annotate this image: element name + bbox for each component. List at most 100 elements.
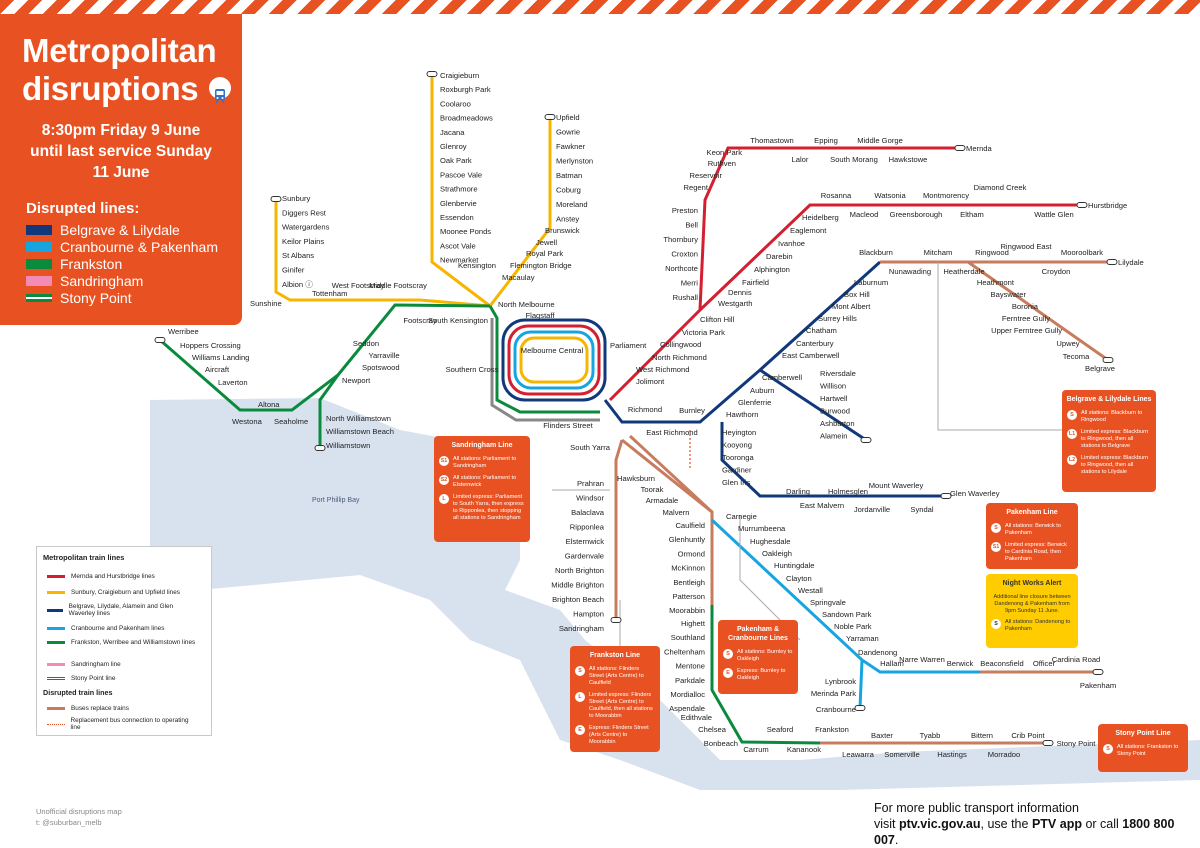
frankston-line-south [710, 605, 821, 745]
station-label: Aspendale [669, 704, 705, 713]
station-label: Belgrave [1085, 364, 1115, 373]
station-label: Elsternwick [566, 537, 605, 546]
station-label: Northcote [665, 264, 698, 273]
station-label: Mont Albert [832, 302, 871, 311]
station-label: Seddon [353, 339, 379, 348]
station-label: Montmorency [923, 191, 969, 200]
station-label: St Albans [282, 251, 314, 260]
station-label: Ivanhoe [778, 239, 805, 248]
station-label: Newmarket [440, 256, 479, 265]
station-label: Footscray [403, 316, 437, 325]
station-label: Brighton Beach [552, 595, 604, 604]
station-label: Heathmont [977, 278, 1015, 287]
station-label: Ashburton [820, 419, 855, 428]
station-label: Newport [342, 376, 371, 385]
terminus-marker [860, 437, 872, 443]
station-label: Bittern [971, 731, 993, 740]
station-label: Burwood [820, 407, 850, 416]
station-label: South Morang [830, 155, 878, 164]
station-label: Hurstbridge [1088, 201, 1127, 210]
station-label: Parliament [610, 341, 647, 350]
station-label: Huntingdale [774, 561, 815, 570]
station-label: Glenferrie [738, 398, 771, 407]
station-label: Batman [556, 171, 582, 180]
station-label: Glenbervie [440, 199, 477, 208]
credit-twitter-link[interactable]: t: @suburban_melb [36, 818, 102, 827]
station-label: Williamstown [326, 441, 370, 450]
legend-item: Sunbury, Craigieburn and Upfield lines [47, 589, 180, 596]
station-label: Moonee Ponds [440, 227, 491, 236]
station-label: Melbourne Central [521, 346, 584, 355]
station-label: Ruthven [708, 159, 736, 168]
station-label: Croxton [671, 250, 698, 259]
station-label: North Richmond [652, 353, 707, 362]
station-label: Heatherdale [943, 267, 984, 276]
station-label: Hartwell [820, 394, 848, 403]
station-label: Gardiner [722, 466, 752, 475]
station-label: Upper Ferntree Gully [991, 326, 1062, 335]
station-label: Auburn [750, 386, 775, 395]
bay-label: Port Phillip Bay [312, 497, 360, 504]
station-label: Mentone [675, 662, 705, 671]
station-label: Flemington Bridge [510, 261, 572, 270]
legend-item: Cranbourne and Pakenham lines [47, 625, 164, 632]
legend-item: Mernda and Hurstbridge lines [47, 573, 155, 580]
station-label: Hoppers Crossing [180, 341, 241, 350]
station-label: Greensborough [890, 210, 943, 219]
station-label: Laverton [218, 378, 248, 387]
station-label: Toorak [641, 485, 664, 494]
station-label: Essendon [440, 213, 474, 222]
station-label: Laburnum [854, 278, 888, 287]
station-label: Preston [672, 206, 698, 215]
station-label: Prahran [577, 479, 604, 488]
station-label: Rosanna [821, 191, 852, 200]
bus-replacement-segments [614, 260, 1112, 745]
legend-box: Metropolitan train lines Mernda and Hurs… [36, 546, 212, 736]
station-label: Westall [798, 586, 823, 595]
station-label: Williamstown Beach [326, 427, 394, 436]
station-label: Darling [786, 487, 810, 496]
station-label: Narre Warren [899, 655, 945, 664]
legend-item: Replacement bus connection to operating … [47, 717, 197, 731]
station-label: Hawkstowe [889, 155, 928, 164]
station-label: Yarraville [368, 351, 399, 360]
station-label: Roxburgh Park [440, 85, 491, 94]
station-label: Mount Waverley [869, 481, 924, 490]
station-label: Hallam [880, 659, 904, 668]
station-label: Edithvale [681, 713, 712, 722]
disrupted-line-stony-point: Stony Point [26, 290, 132, 306]
station-label: Cheltenham [664, 647, 705, 656]
craigieburn-upfield-sunbury-lines [274, 75, 552, 308]
ptv-phone-link[interactable]: 1800 800 007 [874, 817, 1175, 847]
station-label: Syndal [910, 505, 934, 514]
station-label: Upfield [556, 113, 580, 122]
ptv-app-link[interactable]: PTV app [1031, 817, 1082, 831]
station-label: Sandringham [559, 624, 604, 633]
station-label: Sunbury [282, 194, 310, 203]
station-label: Frankston [815, 725, 849, 734]
station-label: Fairfield [742, 278, 769, 287]
station-label: Hastings [937, 750, 967, 759]
station-label: Lalor [792, 155, 809, 164]
ptv-website-link[interactable]: ptv.vic.gov.au [899, 817, 981, 831]
title-line2: disruptions [22, 70, 199, 107]
station-label: Highett [681, 619, 706, 628]
station-label: Morradoo [988, 750, 1021, 759]
station-label: Holmesglen [828, 487, 868, 496]
werribee-williamstown-lines [159, 303, 491, 448]
station-label: Cardinia Road [1052, 655, 1101, 664]
station-label: Glen Iris [722, 478, 750, 487]
station-label: Reservoir [690, 171, 723, 180]
station-label: Tooronga [722, 453, 754, 462]
station-label: Box Hill [844, 290, 870, 299]
station-label: Willison [820, 382, 846, 391]
station-label: Watergardens [282, 223, 330, 232]
station-label: Windsor [576, 494, 604, 503]
station-label: Mooroolbark [1061, 248, 1103, 257]
station-label: East Camberwell [782, 351, 840, 360]
station-label: Nunawading [889, 267, 931, 276]
station-label: Chelsea [698, 725, 727, 734]
station-label: Balaclava [571, 508, 605, 517]
station-label: Victoria Park [682, 328, 725, 337]
